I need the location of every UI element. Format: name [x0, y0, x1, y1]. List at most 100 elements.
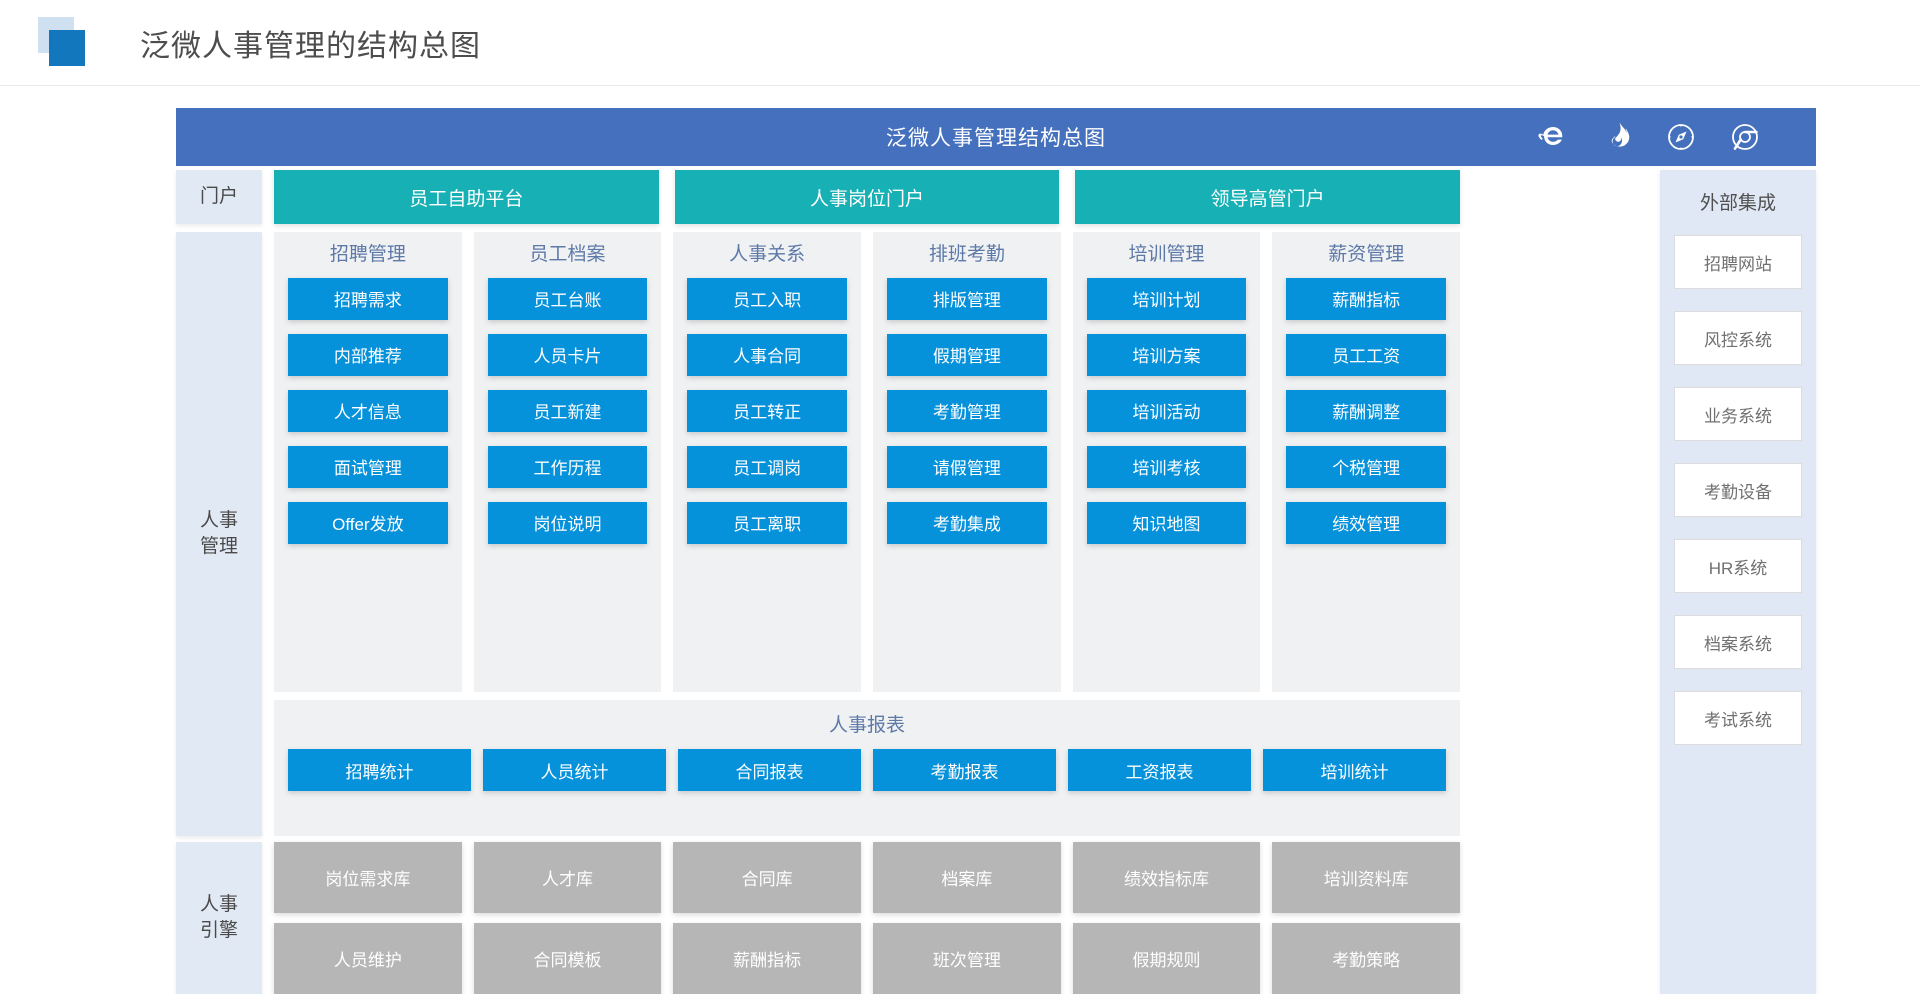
- structure-diagram: 泛微人事管理结构总图: [176, 108, 1816, 994]
- module-title: 薪资管理: [1328, 244, 1405, 265]
- module-item-list: 招聘需求 内部推荐 人才信息 面试管理 Offer发放: [288, 277, 448, 678]
- external-item-attendance-device[interactable]: 考勤设备: [1674, 463, 1802, 517]
- module-item[interactable]: 知识地图: [1086, 501, 1247, 544]
- external-integration-list: 招聘网站 风控系统 业务系统 考勤设备 HR系统 档案系统 考试系统: [1674, 235, 1802, 976]
- module-item[interactable]: 人员卡片: [487, 333, 648, 376]
- module-item[interactable]: 薪酬指标: [1286, 277, 1447, 320]
- engine-item[interactable]: 绩效指标库: [1072, 842, 1261, 913]
- module-item[interactable]: 员工转正: [687, 389, 848, 432]
- engine-row-1: 岗位需求库 人才库 合同库 档案库 绩效指标库 培训资料库: [274, 842, 1461, 913]
- engine-item[interactable]: 薪酬指标: [673, 923, 862, 994]
- external-integration-title: 外部集成: [1699, 193, 1776, 214]
- module-item[interactable]: 培训计划: [1086, 277, 1247, 320]
- module-item[interactable]: 绩效管理: [1286, 501, 1447, 544]
- engine-band: 岗位需求库 人才库 合同库 档案库 绩效指标库 培训资料库 人员维护 合同模板 …: [274, 842, 1461, 994]
- chrome-icon[interactable]: [1728, 120, 1762, 154]
- module-item-list: 员工台账 人员卡片 员工新建 工作历程 岗位说明: [487, 277, 648, 678]
- report-item[interactable]: 培训统计: [1263, 749, 1446, 791]
- module-column-scheduling-attendance: 排班考勤 排版管理 假期管理 考勤管理 请假管理 考勤集成: [873, 232, 1061, 692]
- module-item-list: 员工入职 人事合同 员工转正 员工调岗 员工离职: [687, 277, 848, 678]
- module-item[interactable]: 工作历程: [487, 445, 648, 488]
- module-item[interactable]: 培训方案: [1086, 333, 1247, 376]
- module-title: 培训管理: [1128, 244, 1205, 265]
- portal-button-hr-position[interactable]: 人事岗位门户: [674, 170, 1060, 224]
- row-label-portal: 门户: [176, 170, 262, 224]
- module-item[interactable]: 个税管理: [1286, 445, 1447, 488]
- module-item[interactable]: 招聘需求: [288, 277, 448, 320]
- row-label-hr-management: 人事 管理: [176, 232, 262, 836]
- row-label-hr-engine-text: 人事 引擎: [200, 892, 238, 943]
- module-item[interactable]: 员工离职: [687, 501, 848, 544]
- row-label-engine-line2: 引擎: [199, 920, 238, 941]
- diagram-title-bar: 泛微人事管理结构总图: [176, 108, 1816, 166]
- reports-title: 人事报表: [828, 715, 905, 736]
- portal-row: 员工自助平台 人事岗位门户 领导高管门户: [274, 170, 1461, 224]
- portal-button-employee[interactable]: 员工自助平台: [274, 170, 659, 224]
- module-title: 排班考勤: [928, 244, 1005, 265]
- external-integration-panel: 外部集成 招聘网站 风控系统 业务系统 考勤设备 HR系统 档案系统 考试系统: [1660, 170, 1816, 994]
- external-item-recruitment-site[interactable]: 招聘网站: [1674, 235, 1802, 289]
- report-item[interactable]: 人员统计: [483, 749, 666, 791]
- external-item-hr-system[interactable]: HR系统: [1674, 539, 1802, 593]
- external-item-exam-system[interactable]: 考试系统: [1674, 691, 1802, 745]
- report-item[interactable]: 考勤报表: [873, 749, 1056, 791]
- module-item[interactable]: 培训考核: [1086, 445, 1247, 488]
- module-item[interactable]: 员工新建: [487, 389, 648, 432]
- engine-item[interactable]: 岗位需求库: [274, 842, 462, 913]
- engine-item[interactable]: 合同库: [673, 842, 862, 913]
- browser-icon-group: [1536, 108, 1762, 166]
- module-item[interactable]: 薪酬调整: [1286, 389, 1447, 432]
- module-item-list: 排版管理 假期管理 考勤管理 请假管理 考勤集成: [887, 277, 1047, 678]
- portal-button-leadership[interactable]: 领导高管门户: [1075, 170, 1461, 224]
- report-item[interactable]: 招聘统计: [288, 749, 471, 791]
- module-title: 人事关系: [729, 244, 806, 265]
- module-item[interactable]: 假期管理: [887, 333, 1047, 376]
- external-item-archive-system[interactable]: 档案系统: [1674, 615, 1802, 669]
- module-item[interactable]: 员工入职: [687, 277, 848, 320]
- module-item[interactable]: 员工工资: [1286, 333, 1447, 376]
- module-item[interactable]: 岗位说明: [487, 501, 648, 544]
- module-item[interactable]: Offer发放: [288, 501, 448, 544]
- external-item-risk-control[interactable]: 风控系统: [1674, 311, 1802, 365]
- module-item[interactable]: 面试管理: [288, 445, 448, 488]
- report-item[interactable]: 合同报表: [678, 749, 861, 791]
- module-item[interactable]: 员工调岗: [687, 445, 848, 488]
- engine-item[interactable]: 人员维护: [274, 923, 462, 994]
- engine-item[interactable]: 班次管理: [873, 923, 1061, 994]
- internet-explorer-icon[interactable]: [1536, 120, 1570, 154]
- module-item-list: 培训计划 培训方案 培训活动 培训考核 知识地图: [1086, 277, 1247, 678]
- module-column-training: 培训管理 培训计划 培训方案 培训活动 培训考核 知识地图: [1072, 232, 1261, 692]
- reports-band: 人事报表 招聘统计 人员统计 合同报表 考勤报表 工资报表 培训统计: [274, 700, 1460, 836]
- row-label-hr-engine: 人事 引擎: [176, 842, 262, 994]
- module-column-recruitment: 招聘管理 招聘需求 内部推荐 人才信息 面试管理 Offer发放: [274, 232, 462, 692]
- module-item[interactable]: 考勤管理: [887, 389, 1047, 432]
- module-item[interactable]: 请假管理: [887, 445, 1047, 488]
- report-item[interactable]: 工资报表: [1068, 749, 1251, 791]
- module-title: 员工档案: [529, 244, 606, 265]
- page-title: 泛微人事管理的结构总图: [140, 29, 481, 63]
- row-label-hr-management-text: 人事 管理: [200, 508, 238, 559]
- module-item[interactable]: 排版管理: [887, 277, 1047, 320]
- safari-icon[interactable]: [1664, 120, 1698, 154]
- module-item[interactable]: 人才信息: [288, 389, 448, 432]
- row-label-hr-line2: 管理: [199, 536, 238, 557]
- module-item[interactable]: 内部推荐: [288, 333, 448, 376]
- module-item[interactable]: 人事合同: [687, 333, 848, 376]
- engine-item[interactable]: 考勤策略: [1272, 923, 1461, 994]
- engine-item[interactable]: 培训资料库: [1272, 842, 1461, 913]
- reports-item-list: 招聘统计 人员统计 合同报表 考勤报表 工资报表 培训统计: [288, 749, 1446, 791]
- module-column-payroll: 薪资管理 薪酬指标 员工工资 薪酬调整 个税管理 绩效管理: [1272, 232, 1461, 692]
- engine-item[interactable]: 合同模板: [473, 923, 662, 994]
- module-column-employee-file: 员工档案 员工台账 人员卡片 员工新建 工作历程 岗位说明: [473, 232, 662, 692]
- engine-item[interactable]: 人才库: [473, 842, 662, 913]
- external-item-business-system[interactable]: 业务系统: [1674, 387, 1802, 441]
- engine-item[interactable]: 档案库: [873, 842, 1061, 913]
- firefox-icon[interactable]: [1600, 120, 1634, 154]
- engine-item[interactable]: 假期规则: [1072, 923, 1261, 994]
- module-item[interactable]: 培训活动: [1086, 389, 1247, 432]
- module-item[interactable]: 员工台账: [487, 277, 648, 320]
- module-item[interactable]: 考勤集成: [887, 501, 1047, 544]
- module-column-hr-relations: 人事关系 员工入职 人事合同 员工转正 员工调岗 员工离职: [673, 232, 862, 692]
- row-label-portal-text: 门户: [199, 186, 238, 208]
- page-header: 泛微人事管理的结构总图: [0, 0, 1920, 86]
